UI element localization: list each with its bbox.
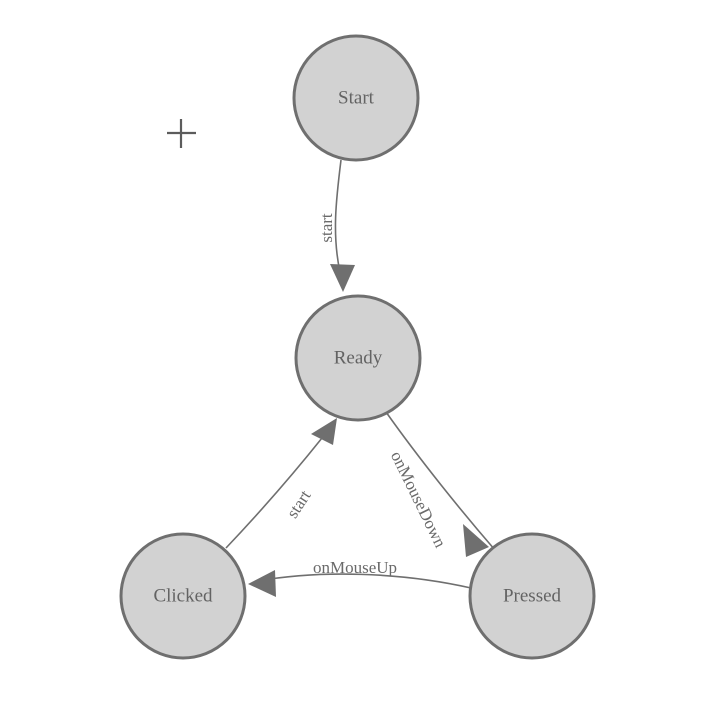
arrowhead-icon <box>248 570 276 597</box>
edge-pressed-to-clicked[interactable] <box>248 570 472 597</box>
arrowhead-icon <box>463 524 489 557</box>
node-ready[interactable]: Ready <box>294 294 422 422</box>
node-clicked[interactable]: Clicked <box>119 532 247 660</box>
arrowhead-icon <box>330 264 355 292</box>
edge-label-clicked-to-ready: start <box>283 486 315 521</box>
arrowhead-icon <box>311 418 337 445</box>
edge-line <box>385 411 496 551</box>
edge-line <box>257 573 472 589</box>
edge-ready-to-pressed[interactable] <box>385 411 496 557</box>
node-pressed[interactable]: Pressed <box>468 532 596 660</box>
node-circle <box>292 34 420 162</box>
edge-label-start-to-ready: start <box>317 213 336 243</box>
node-label: Pressed <box>503 585 562 606</box>
node-label: Start <box>338 87 375 108</box>
node-circle <box>468 532 596 660</box>
plus-crosshair-icon[interactable] <box>167 119 196 148</box>
edge-line <box>334 159 342 273</box>
edge-start-to-ready[interactable] <box>330 159 355 292</box>
edge-label-pressed-to-clicked: onMouseUp <box>313 558 397 577</box>
edge-line <box>225 437 323 549</box>
node-start[interactable]: Start <box>292 34 420 162</box>
node-label: Clicked <box>153 585 213 606</box>
node-circle <box>119 532 247 660</box>
node-circle <box>294 294 422 422</box>
edge-clicked-to-ready[interactable] <box>225 418 337 549</box>
edge-label-ready-to-pressed: onMouseDown <box>387 448 450 551</box>
node-label: Ready <box>334 347 383 368</box>
